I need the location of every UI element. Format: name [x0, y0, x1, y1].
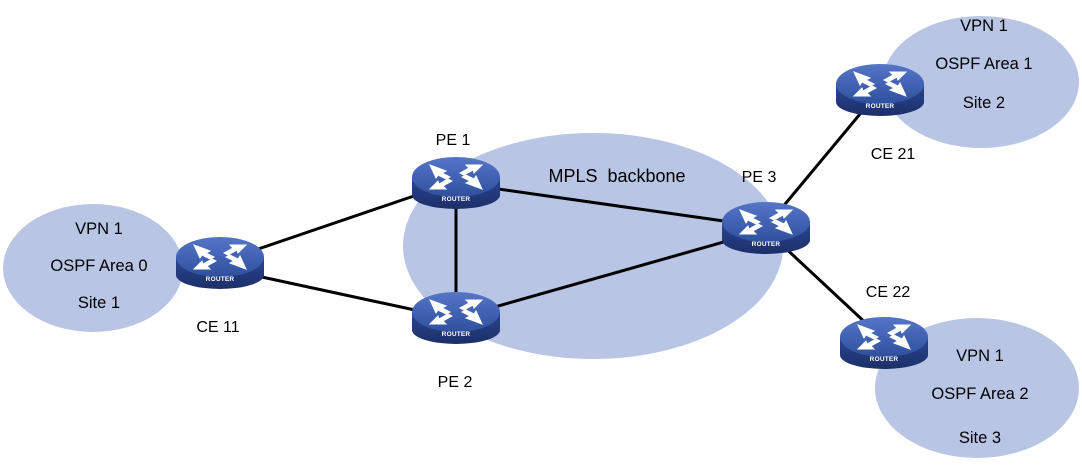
router-badge: ROUTER — [206, 276, 235, 283]
site2-name: Site 2 — [963, 94, 1005, 112]
router-badge: ROUTER — [442, 331, 471, 338]
router-badge: ROUTER — [870, 356, 899, 363]
label-ce22: CE 22 — [866, 284, 911, 301]
link-pe2-pe3 — [455, 228, 767, 320]
router-badge: ROUTER — [866, 103, 895, 110]
site2-labels: VPN 1 OSPF Area 1 Site 2 — [935, 17, 1032, 112]
site1-name: Site 1 — [78, 294, 120, 312]
label-ce21: CE 21 — [871, 146, 916, 163]
label-pe2: PE 2 — [438, 374, 473, 391]
site3-area-label: OSPF Area 2 — [931, 385, 1028, 403]
site2-area — [883, 16, 1079, 148]
site1-area-label: OSPF Area 0 — [50, 257, 147, 275]
site1-labels: VPN 1 OSPF Area 0 Site 1 — [50, 220, 147, 312]
backbone-label: MPLS backbone — [548, 166, 685, 186]
link-pe1-pe3 — [455, 181, 767, 229]
site3-name: Site 3 — [959, 429, 1001, 447]
site1-area — [3, 204, 183, 332]
router-ce21[interactable]: ROUTER — [835, 63, 925, 117]
site2-area-label: OSPF Area 1 — [935, 55, 1032, 73]
router-pe2[interactable]: ROUTER — [411, 291, 501, 345]
router-pe3[interactable]: ROUTER — [721, 201, 811, 255]
router-ce22[interactable]: ROUTER — [839, 316, 929, 370]
router-ce11[interactable]: ROUTER — [175, 236, 265, 290]
site3-vpn: VPN 1 — [956, 347, 1004, 365]
router-badge: ROUTER — [442, 196, 471, 203]
label-pe1: PE 1 — [436, 132, 471, 149]
router-badge: ROUTER — [752, 241, 781, 248]
router-pe1[interactable]: ROUTER — [411, 156, 501, 210]
site2-vpn: VPN 1 — [960, 17, 1008, 35]
label-pe3: PE 3 — [742, 169, 777, 186]
site3-labels: VPN 1 OSPF Area 2 Site 3 — [931, 347, 1028, 447]
label-ce11: CE 11 — [196, 319, 239, 336]
site1-vpn: VPN 1 — [75, 220, 123, 238]
